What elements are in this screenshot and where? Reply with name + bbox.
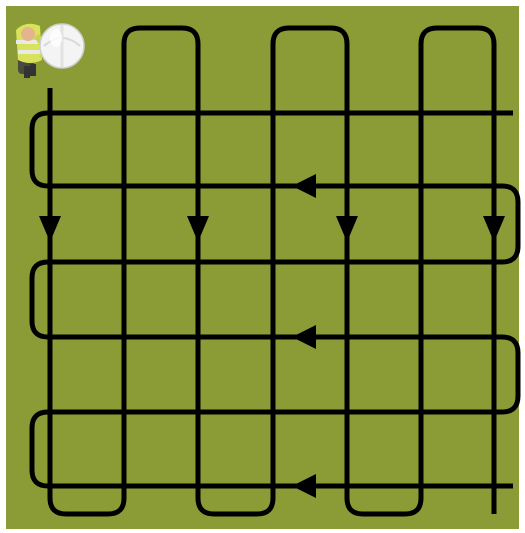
green-field-background bbox=[6, 6, 519, 529]
